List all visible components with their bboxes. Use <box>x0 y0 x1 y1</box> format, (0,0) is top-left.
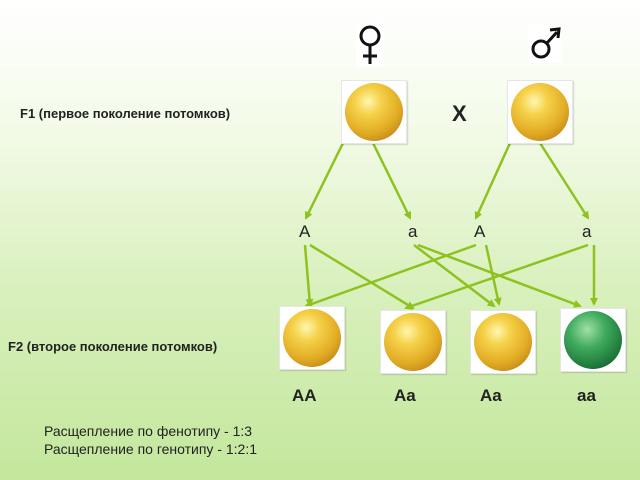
arrow-A2-to-AA <box>304 243 477 308</box>
green-pea-icon <box>564 311 622 369</box>
offspring-pea-aa <box>560 308 626 372</box>
yellow-pea-icon <box>345 83 403 141</box>
arrow-a1-to-Aa2 <box>413 244 496 308</box>
genotype-Aa-2: Aa <box>480 386 502 405</box>
f2-label: F2 (второе поколение потомков) <box>8 339 218 354</box>
yellow-pea-icon <box>384 313 442 371</box>
arrow-A2-to-Aa2 <box>484 244 502 306</box>
gamete-female-A: A <box>299 222 311 241</box>
genotype-Aa-1: Aa <box>394 386 416 405</box>
female-symbol-icon <box>355 22 385 68</box>
arrow-A1-to-AA <box>303 244 314 307</box>
yellow-pea-icon <box>511 83 569 141</box>
gamete-female-a: a <box>408 222 418 241</box>
arrow-male-to-a <box>538 142 590 220</box>
parent-male-pea <box>507 80 573 144</box>
arrow-a2-to-Aa1 <box>404 243 589 310</box>
genotype-AA: AA <box>292 386 317 405</box>
genotype-ratio-note: Расщепление по генотипу - 1:2:1 <box>44 441 258 457</box>
yellow-pea-icon <box>283 309 341 367</box>
arrow-female-to-A <box>304 142 345 220</box>
cross-sign: X <box>452 101 467 126</box>
arrow-a1-to-aa <box>417 243 582 308</box>
arrow-A1-to-Aa1 <box>309 243 415 310</box>
gamete-male-A: A <box>474 222 486 241</box>
f1-label: F1 (первое поколение потомков) <box>20 106 231 121</box>
gamete-male-a: a <box>582 222 592 241</box>
genotype-aa: aa <box>577 386 596 405</box>
male-symbol-icon <box>527 24 563 64</box>
phenotype-ratio-note: Расщепление по фенотипу - 1:3 <box>44 423 253 439</box>
offspring-pea-AA <box>279 306 345 370</box>
offspring-pea-Aa-1 <box>380 310 446 374</box>
arrow-female-to-a <box>371 142 412 220</box>
yellow-pea-icon <box>474 313 532 371</box>
parent-female-pea <box>341 80 407 144</box>
offspring-pea-Aa-2 <box>470 310 536 374</box>
arrow-male-to-A <box>474 142 512 220</box>
